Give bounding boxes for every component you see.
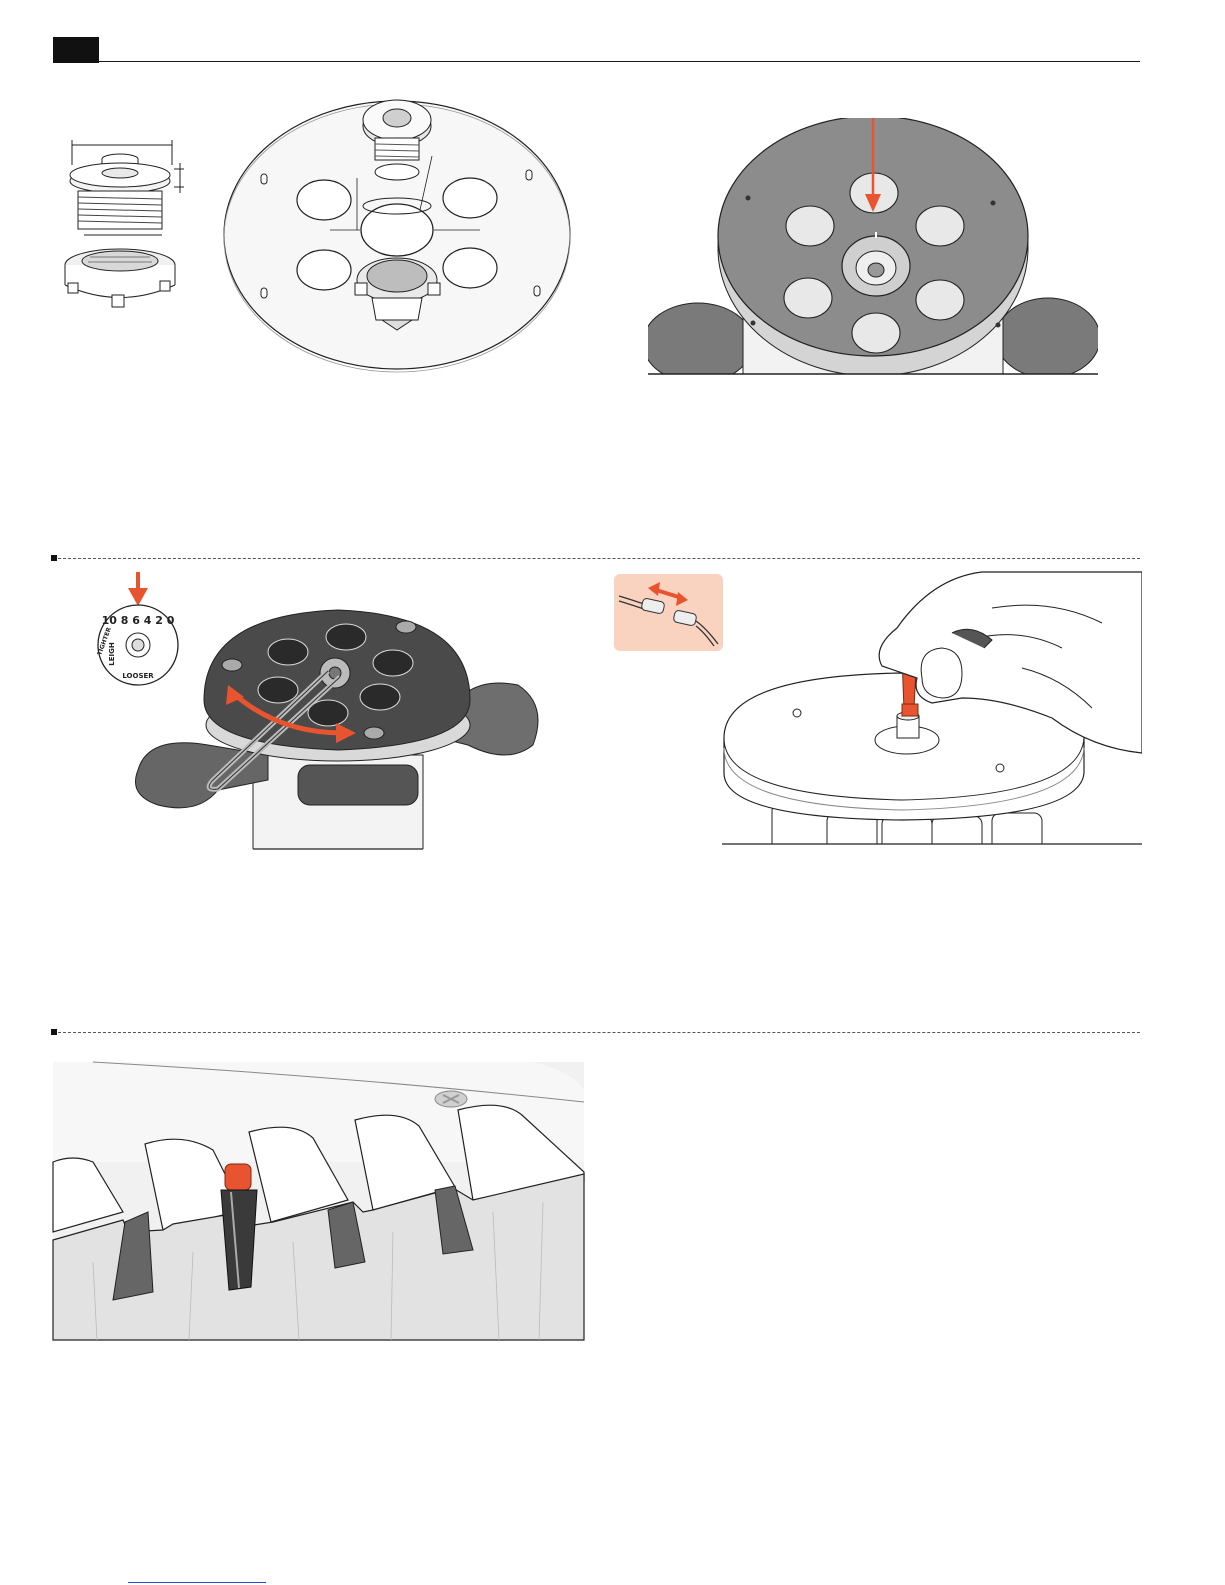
header-rule (99, 61, 1140, 62)
bushing-dimension-figure (50, 135, 200, 315)
hand-install-bit-figure (722, 568, 1142, 850)
dial-brand-label: LEIGH (108, 642, 116, 666)
router-plate-arrow-figure (648, 118, 1098, 376)
section-divider (53, 1032, 1140, 1033)
connector-callout-illustration (614, 574, 723, 651)
section-divider-marker (51, 555, 57, 561)
section-divider (53, 558, 1140, 559)
dovetail-joint-figure (53, 1062, 584, 1340)
page-number-tab (53, 37, 99, 63)
exploded-plate-figure (222, 98, 572, 373)
section-divider-marker (51, 1029, 57, 1035)
footer-link-underline (128, 1582, 266, 1583)
router-wrench-figure (128, 605, 548, 850)
